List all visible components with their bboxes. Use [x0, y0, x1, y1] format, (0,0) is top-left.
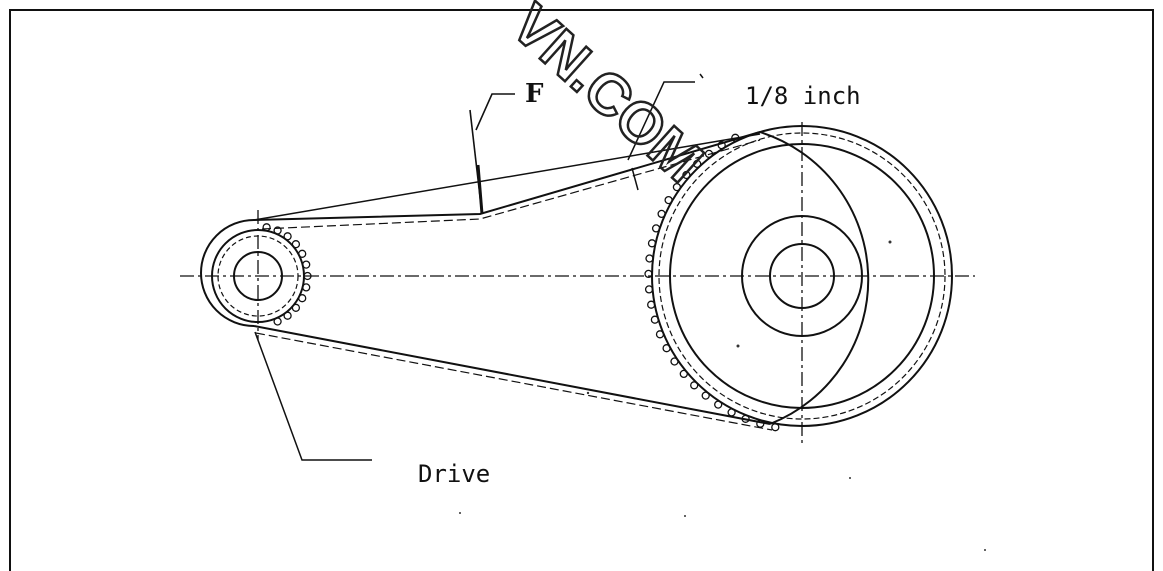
- drive-hub: [233, 251, 283, 301]
- deflection-pointer: [627, 73, 704, 191]
- drive-leader: [254, 331, 372, 461]
- scan-specks: [459, 240, 986, 551]
- timing-belt: [200, 131, 870, 431]
- force-label: F: [525, 79, 544, 109]
- deflection-label: 1/8 inch: [745, 82, 861, 110]
- driven-hub-inner: [769, 243, 835, 309]
- center-lines: [180, 122, 975, 445]
- drive-pulley: [211, 223, 312, 326]
- driven-hub-outer: [741, 215, 863, 337]
- reference-straight-edge: [253, 133, 761, 221]
- diagram-frame: [9, 9, 1154, 571]
- pulley-tooth: [690, 381, 699, 390]
- drive-label: Drive: [418, 460, 490, 488]
- force-pointer: [469, 93, 515, 215]
